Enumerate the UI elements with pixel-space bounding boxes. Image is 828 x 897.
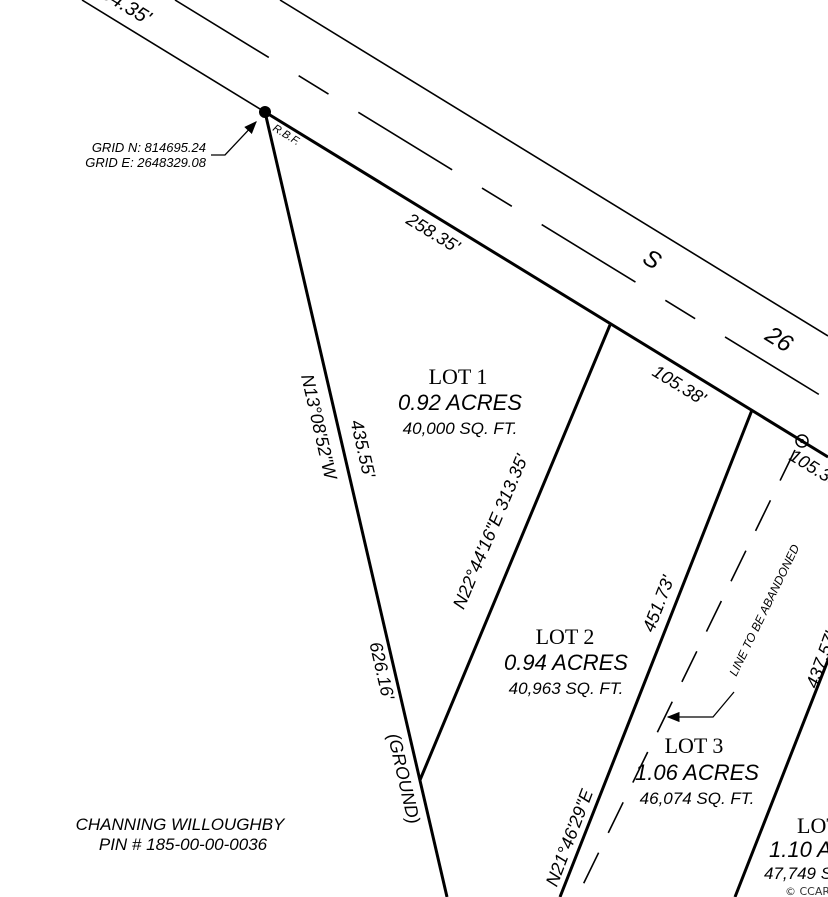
west-distance-label: 435.55' [347, 418, 380, 480]
lot3-lot4-distance-label: 437.57' [802, 629, 828, 691]
iron-pin-marker [795, 434, 809, 448]
adjoiner-pin: PIN # 185-00-00-0036 [99, 835, 268, 854]
lot-4-label: LOT 4 1.10 ACRES 47,749 SQ. FT. [764, 813, 828, 883]
grid-east-label: GRID E: 2648329.08 [85, 155, 206, 170]
road-right-of-way-line [279, 0, 828, 337]
grid-north-label: GRID N: 814695.24 [92, 140, 206, 155]
abandoned-line [576, 449, 796, 897]
abandoned-line-note: LINE TO BE ABANDONED [726, 542, 802, 678]
lot3-lot4-line [733, 655, 828, 897]
lot-sqft: 40,000 SQ. FT. [403, 419, 518, 438]
lot-2-label: LOT 2 0.94 ACRES 40,963 SQ. FT. [504, 624, 628, 698]
west-bearing-label: N13°08'52"W [297, 372, 341, 483]
lot-acres: 1.10 ACRES [769, 837, 828, 862]
lot-sqft: 46,074 SQ. FT. [640, 789, 755, 808]
road-name-number: 26 [760, 321, 798, 359]
rebar-found-marker [259, 106, 271, 118]
west-boundary-line [263, 111, 449, 897]
lot-name: LOT 2 [536, 624, 595, 649]
lot-sqft: 40,963 SQ. FT. [509, 679, 624, 698]
west-ground-label: (GROUND) [384, 732, 424, 826]
watermark-background [782, 884, 828, 897]
ccar-watermark: © CCAR [785, 885, 828, 897]
grid-leader-arrow [211, 121, 257, 156]
road-name-letter-s: S [638, 244, 666, 275]
prev-frontage-label: 304.35' [88, 0, 156, 30]
front-lot2-distance: 105.38' [649, 361, 710, 409]
lot2-lot3-line [558, 409, 754, 897]
lot-1-label: LOT 1 0.92 ACRES 40,000 SQ. FT. [398, 364, 522, 438]
lot-sqft: 47,749 SQ. FT. [764, 864, 828, 883]
lot-3-label: LOT 3 1.06 ACRES 46,074 SQ. FT. [635, 733, 759, 808]
abandoned-leader-arrow [666, 691, 735, 723]
lot-acres: 0.92 ACRES [398, 390, 522, 415]
lot1-lot2-line [418, 324, 612, 781]
lot-acres: 0.94 ACRES [504, 650, 628, 675]
iron-pin-center [800, 439, 804, 443]
lot2-lot3-distance-label: 451.73' [639, 572, 679, 634]
road-centerline [174, 0, 828, 401]
lot-name: LOT 3 [665, 733, 724, 758]
lot-front-line [264, 110, 828, 459]
adjoiner-owner: CHANNING WILLOUGHBY [76, 815, 286, 834]
lot-name: LOT 1 [429, 364, 488, 389]
lot1-lot2-line-label: N22°44'16"E 313.35' [449, 451, 532, 612]
lot-acres: 1.06 ACRES [635, 760, 759, 785]
lot-name: LOT 4 [797, 813, 828, 838]
